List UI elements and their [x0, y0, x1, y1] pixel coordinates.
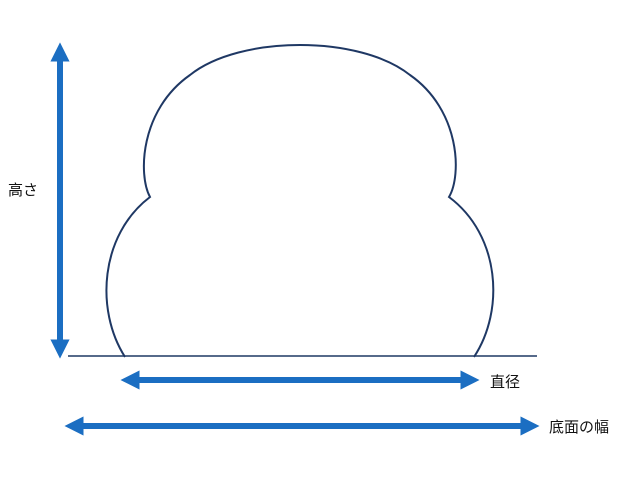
diameter-label: 直径: [490, 373, 521, 391]
base-width-label: 底面の幅: [549, 418, 610, 436]
shape-outline: [105, 44, 495, 358]
height-label: 高さ: [8, 181, 39, 199]
